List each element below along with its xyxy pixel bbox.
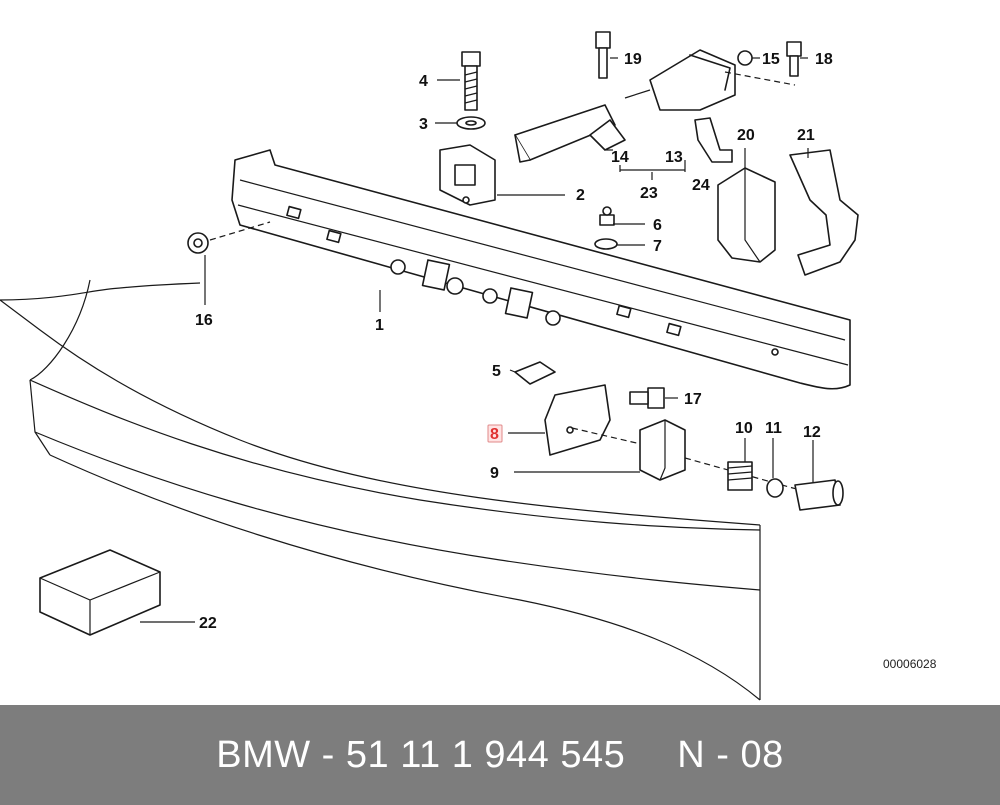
callout-2: 2 bbox=[576, 187, 585, 204]
part-19-bolt bbox=[595, 31, 611, 79]
callout-11: 11 bbox=[765, 420, 782, 437]
callout-5: 5 bbox=[492, 363, 501, 380]
callout-21: 21 bbox=[797, 127, 815, 144]
callout-23: 23 bbox=[640, 185, 658, 202]
callout-17: 17 bbox=[684, 391, 702, 408]
part-5-clip bbox=[514, 361, 556, 385]
callout-9: 9 bbox=[490, 465, 499, 482]
part-12-pin bbox=[794, 479, 844, 511]
part-number: BMW - 51 11 1 944 545 bbox=[216, 733, 626, 776]
callout-12: 12 bbox=[803, 424, 821, 441]
callout-3: 3 bbox=[419, 116, 428, 133]
part-11-washer bbox=[766, 478, 784, 498]
callout-7: 7 bbox=[653, 238, 662, 255]
part-14-impact-absorber bbox=[514, 104, 626, 163]
callout-1: 1 bbox=[375, 317, 384, 334]
callout-24: 24 bbox=[692, 177, 710, 194]
part-21-bracket bbox=[789, 149, 859, 276]
callout-6: 6 bbox=[653, 217, 662, 234]
callout-13: 13 bbox=[665, 149, 683, 166]
part-4-bolt bbox=[461, 51, 481, 111]
part-6-stud bbox=[599, 206, 615, 226]
part-18-bolt bbox=[786, 41, 802, 77]
part-20-absorber-block bbox=[717, 167, 776, 263]
callout-4: 4 bbox=[419, 73, 428, 90]
part-22-block bbox=[39, 549, 161, 636]
callout-22: 22 bbox=[199, 615, 217, 632]
callout-10: 10 bbox=[735, 420, 753, 437]
callout-8: 8 bbox=[490, 426, 499, 443]
callout-19: 19 bbox=[624, 51, 642, 68]
callout-14: 14 bbox=[611, 149, 629, 166]
callouts: 1 2 3 4 5 6 7 8 9 10 11 12 13 14 15 16 1… bbox=[195, 51, 833, 632]
part-10-spring bbox=[727, 461, 753, 491]
part-2-bracket bbox=[439, 144, 496, 206]
callout-8-highlight bbox=[487, 424, 503, 443]
part-9-nut bbox=[639, 419, 801, 491]
part-8-bracket bbox=[544, 384, 646, 456]
part-7-washer bbox=[594, 238, 618, 250]
part-13-bracket bbox=[624, 49, 736, 111]
part-16-nut bbox=[187, 221, 271, 254]
bumper-carrier bbox=[231, 149, 851, 390]
part-3-washer bbox=[456, 116, 486, 130]
part-17-bolt bbox=[629, 387, 665, 409]
part-24-bracket bbox=[694, 117, 733, 163]
callout-18: 18 bbox=[815, 51, 833, 68]
exploded-parts-diagram: 1 2 3 4 5 6 7 8 9 10 11 12 13 14 15 16 1… bbox=[0, 31, 937, 701]
part-number-footer: BMW - 51 11 1 944 545 N - 08 bbox=[0, 705, 1000, 805]
bumper-cover bbox=[0, 279, 761, 701]
callout-20: 20 bbox=[737, 127, 755, 144]
leader-lines bbox=[140, 57, 814, 623]
callout-15: 15 bbox=[762, 51, 780, 68]
drawing-id: 00006028 bbox=[883, 657, 937, 671]
callout-16: 16 bbox=[195, 312, 213, 329]
part-15-nut bbox=[737, 50, 753, 66]
diagram-position: N - 08 bbox=[677, 733, 784, 776]
